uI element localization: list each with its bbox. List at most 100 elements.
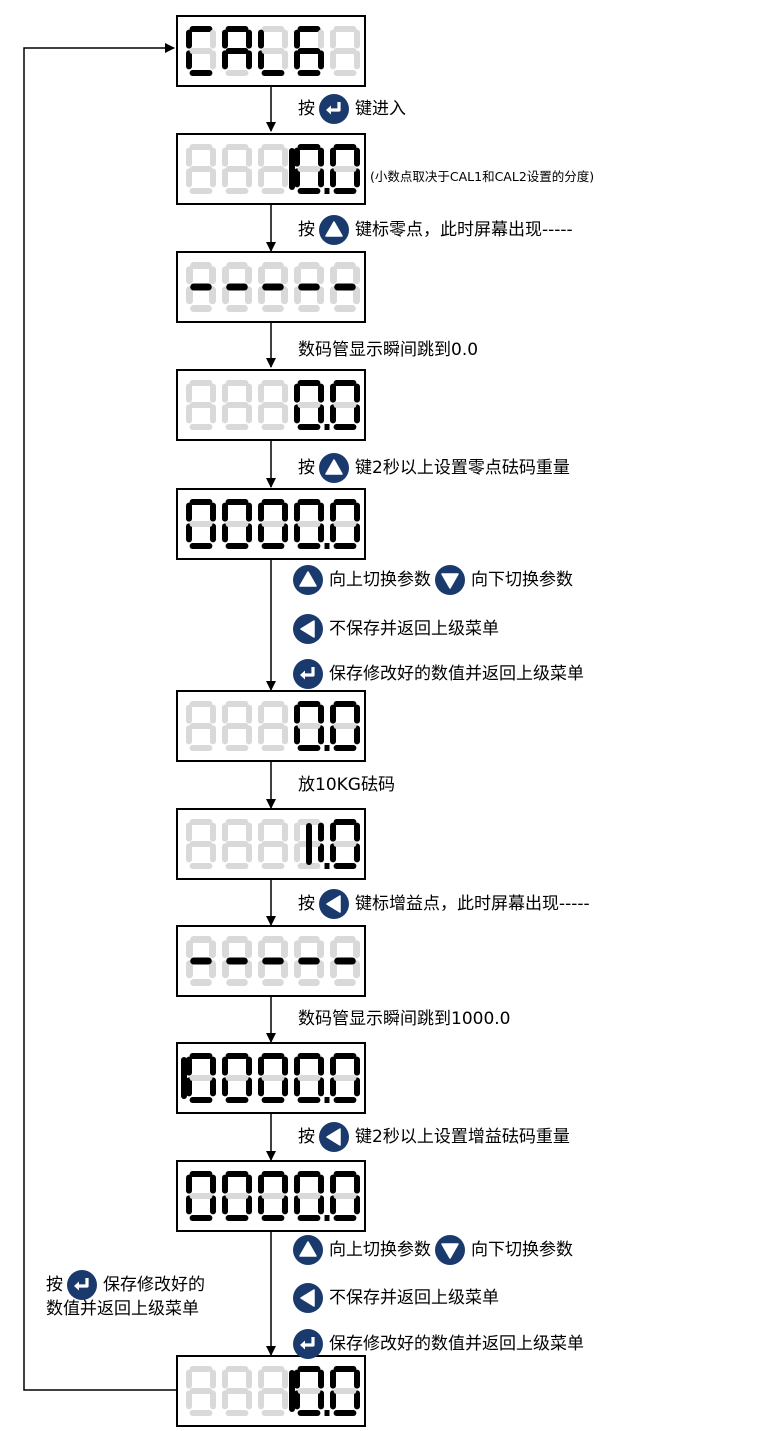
segment-b — [318, 29, 324, 49]
segment-d — [225, 543, 249, 549]
segment-g — [225, 723, 249, 729]
segment-c — [246, 523, 252, 543]
segment-f — [222, 1056, 228, 1076]
segment-c — [210, 1390, 216, 1410]
segment-e — [222, 286, 229, 305]
segment-b — [282, 1056, 288, 1076]
segment-a — [297, 26, 321, 32]
segment-b — [354, 704, 360, 724]
segment-e — [222, 1390, 228, 1410]
display-dashes — [176, 251, 366, 323]
segment-a — [334, 262, 356, 269]
segment-g — [189, 1075, 213, 1081]
segment-a — [298, 936, 320, 943]
left-triangle-icon — [293, 614, 323, 644]
segment-f — [222, 940, 229, 959]
decimal-point — [324, 863, 330, 869]
segment-c — [353, 286, 360, 305]
up-triangle-icon — [319, 453, 349, 483]
digit-3 — [258, 701, 288, 751]
segment-a — [333, 1171, 357, 1177]
segment-b — [318, 1369, 324, 1389]
segment-f — [294, 1369, 300, 1389]
segment-a — [333, 819, 357, 825]
segment-f — [294, 1174, 300, 1194]
segment-b — [246, 147, 252, 167]
segment-c — [245, 286, 252, 305]
segment-d — [225, 70, 249, 76]
segment-d — [261, 70, 285, 76]
segment-g — [261, 1388, 285, 1394]
digit-5 — [330, 26, 360, 76]
segment-e — [294, 1390, 300, 1410]
step-jump-zero-label: 数码管显示瞬间跳到0.0 — [298, 339, 478, 361]
segment-g — [261, 1075, 285, 1081]
segment-d — [189, 1215, 213, 1221]
digit-5 — [330, 499, 360, 549]
segment-a — [189, 701, 213, 707]
segment-a — [190, 936, 212, 943]
segment-d — [297, 543, 321, 549]
segment-e — [186, 1195, 192, 1215]
segment-c — [246, 404, 252, 424]
segment-c — [210, 50, 216, 70]
segment-b — [210, 822, 216, 842]
leading-one-segment — [289, 148, 295, 190]
segment-g — [297, 521, 321, 527]
segment-b — [210, 147, 216, 167]
save-label: 保存修改好的数值并返回上级菜单 — [293, 659, 584, 689]
segment-b — [318, 147, 324, 167]
digit-2 — [222, 1171, 252, 1221]
segment-d — [189, 543, 213, 549]
digit-3 — [258, 1366, 288, 1416]
segment-f — [294, 940, 301, 959]
segment-d — [261, 745, 285, 751]
return-label-line1: 按 保存修改好的 — [46, 1270, 205, 1300]
segment-a — [225, 1171, 249, 1177]
digit-1 — [186, 936, 216, 986]
segment-a — [262, 936, 284, 943]
segment-f — [294, 29, 300, 49]
segment-f — [258, 1174, 264, 1194]
segment-e — [330, 523, 336, 543]
segment-f — [258, 940, 265, 959]
segment-d — [261, 863, 285, 869]
segment-e — [330, 50, 336, 70]
segment-e — [186, 725, 192, 745]
segment-f — [258, 502, 264, 522]
return-label-line2: 数值并返回上级菜单 — [46, 1298, 199, 1320]
segment-f — [294, 147, 300, 167]
digit-4 — [294, 144, 324, 194]
segment-c — [210, 1077, 216, 1097]
segment-e — [222, 168, 228, 188]
segment-b — [354, 502, 360, 522]
segment-g — [225, 841, 249, 847]
segment-g — [226, 957, 248, 965]
segment-d — [333, 1097, 357, 1103]
segment-e — [222, 1195, 228, 1215]
segment-b — [245, 940, 252, 959]
segment-g — [297, 723, 321, 729]
segment-c — [246, 168, 252, 188]
segment-g — [297, 402, 321, 408]
segment-d — [189, 188, 213, 194]
segment-g — [333, 166, 357, 172]
segment-c — [246, 725, 252, 745]
switch-params-label: 向上切换参数 向下切换参数 — [293, 565, 573, 595]
segment-b — [246, 822, 252, 842]
segment-f — [330, 1369, 336, 1389]
digit-5 — [330, 380, 360, 430]
digit-5 — [330, 1171, 360, 1221]
segment-d — [297, 1410, 321, 1416]
segment-b — [210, 1174, 216, 1194]
segment-b — [317, 266, 324, 285]
label-text: 按 — [298, 1127, 315, 1147]
segment-e — [222, 50, 228, 70]
enter-icon — [319, 94, 349, 124]
segment-d — [225, 1410, 249, 1416]
segment-c — [282, 404, 288, 424]
segment-a — [297, 819, 321, 825]
segment-d — [298, 979, 320, 986]
segment-c — [318, 1195, 324, 1215]
label-text: 键2秒以上设置零点砝码重量 — [355, 458, 570, 478]
